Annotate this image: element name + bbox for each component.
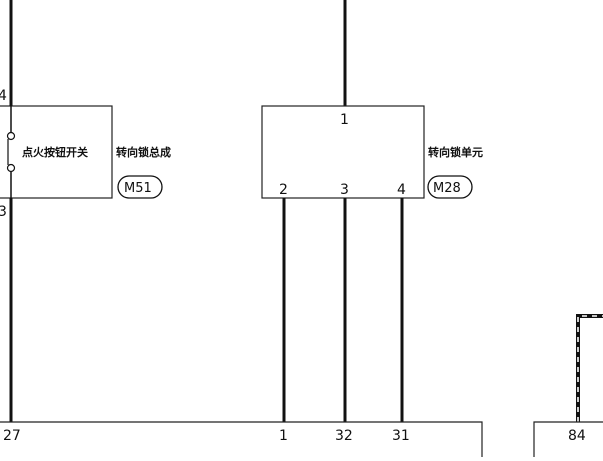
unit-pin-2: 2: [279, 182, 288, 198]
left-pin-bottom: 3: [0, 204, 7, 220]
bottom-connector-left: [0, 421, 483, 460]
m28-code: M28: [433, 181, 461, 196]
conn-pin-1: 1: [279, 428, 288, 444]
steering-lock-unit-box: [261, 105, 425, 199]
m51-badge: [117, 175, 163, 199]
steering-lock-assembly-label: 转向锁总成: [116, 145, 171, 159]
ignition-switch-label: 点火按钮开关: [22, 145, 88, 159]
steering-lock-unit-label: 转向锁单元: [428, 145, 483, 159]
conn-pin-27: 27: [3, 428, 21, 444]
unit-pin-4: 4: [397, 182, 406, 198]
unit-pin-3: 3: [340, 182, 349, 198]
conn-pin-84: 84: [568, 428, 586, 444]
unit-pin-1: 1: [340, 112, 349, 128]
switch-contact-top: [6, 131, 16, 141]
left-pin-top: 4: [0, 88, 7, 104]
m28-badge: [427, 175, 473, 199]
wire-right-dash-overlay: [577, 315, 603, 422]
conn-pin-31: 31: [392, 428, 410, 444]
bottom-connector-right: [533, 421, 603, 460]
conn-pin-32: 32: [335, 428, 353, 444]
wire-right-dashed: [576, 314, 603, 422]
switch-contact-bottom: [6, 163, 16, 173]
m51-code: M51: [124, 181, 152, 196]
ignition-switch-box: [0, 105, 113, 199]
